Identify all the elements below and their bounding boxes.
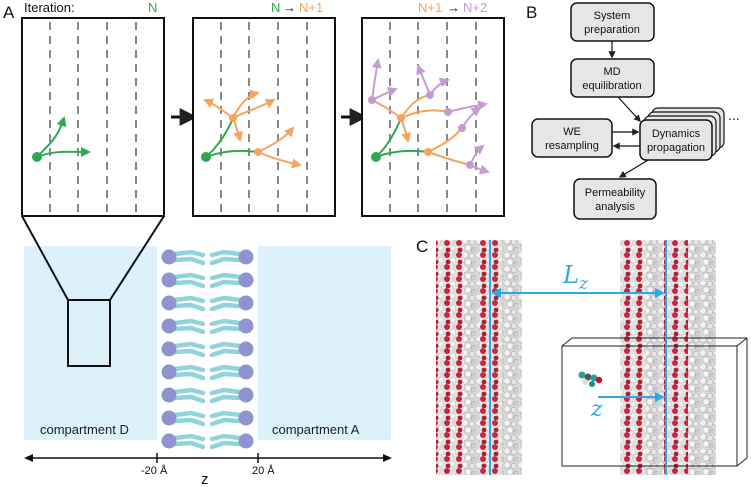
lipid-molecule [161, 295, 206, 312]
permeant-molecule [578, 371, 603, 387]
svg-text:WE: WE [563, 126, 581, 138]
iteration-box-n2 [361, 17, 505, 217]
lipid-molecule [161, 364, 206, 381]
zoom-funnel [21, 215, 165, 367]
z-vector-label: z [590, 397, 603, 422]
lipid-molecule [209, 318, 254, 335]
iteration-n2-from: N+1 [418, 0, 442, 15]
iteration-n2-arrow: → [447, 0, 460, 15]
lipid-molecule [209, 295, 254, 312]
svg-text:Dynamics: Dynamics [652, 128, 701, 140]
lipid-molecule [161, 272, 206, 289]
iteration-n-label: N [148, 0, 157, 15]
lipid-molecule [161, 341, 206, 358]
lipid-molecule [209, 341, 254, 358]
lipid-molecule [209, 249, 254, 266]
panel-label-c: C [416, 237, 428, 256]
svg-text:analysis: analysis [595, 201, 635, 213]
lipid-molecule [209, 272, 254, 289]
svg-text:resampling: resampling [545, 140, 599, 152]
lipid-molecule [161, 249, 206, 266]
lipid-molecule [161, 387, 206, 404]
lipid-bilayer [161, 249, 254, 450]
iteration-n1-from: N [271, 0, 280, 15]
compartment-d-region [24, 246, 157, 440]
flow-connectors [608, 41, 649, 178]
svg-text:System: System [594, 10, 631, 22]
compartment-a-label: compartment A [272, 422, 360, 437]
iteration-box-n1 [192, 17, 336, 217]
lipid-molecule [161, 318, 206, 335]
iteration-n1-to: N+1 [299, 0, 323, 15]
flow-we-resampling: WE resampling [531, 118, 613, 158]
svg-text:preparation: preparation [584, 24, 640, 36]
svg-text:MD: MD [603, 66, 620, 78]
flow-md-equilibration: MD equilibration [570, 58, 655, 98]
lipid-molecule [209, 410, 254, 427]
flow-ellipsis: ... [728, 107, 740, 123]
lipid-molecule [209, 364, 254, 381]
iteration-n2-header: N+1 → N+2 [418, 0, 487, 15]
flow-dynamics-propagation-stack: Dynamics propagation ... [639, 107, 740, 161]
z-tick-right: 20 Å [252, 464, 275, 477]
panel-label-a: A [3, 3, 15, 22]
lz-label: Lz [562, 261, 589, 294]
svg-text:Permeability: Permeability [585, 187, 646, 199]
svg-text:propagation: propagation [647, 142, 705, 154]
lipid-molecule [209, 433, 254, 450]
panel-label-b: B [526, 3, 537, 22]
iteration-label: Iteration: [24, 0, 75, 15]
iteration-n1-header: N → N+1 [271, 0, 323, 15]
iteration-n2-to: N+2 [463, 0, 487, 15]
iteration-box-n [21, 17, 165, 217]
lipid-molecule [161, 433, 206, 450]
z-axis-label: z [201, 471, 209, 487]
z-axis [24, 453, 392, 463]
compartment-a-region [258, 246, 391, 440]
lipid-molecule [161, 410, 206, 427]
simulation-snapshot [436, 240, 748, 475]
lipid-molecule [209, 387, 254, 404]
iteration-n1-arrow: → [283, 0, 296, 15]
svg-text:equilibration: equilibration [582, 80, 641, 92]
flow-system-preparation: System preparation [570, 2, 655, 42]
flow-permeability-analysis: Permeability analysis [573, 178, 657, 220]
compartment-d-label: compartment D [40, 422, 129, 437]
z-tick-left: -20 Å [141, 464, 168, 477]
